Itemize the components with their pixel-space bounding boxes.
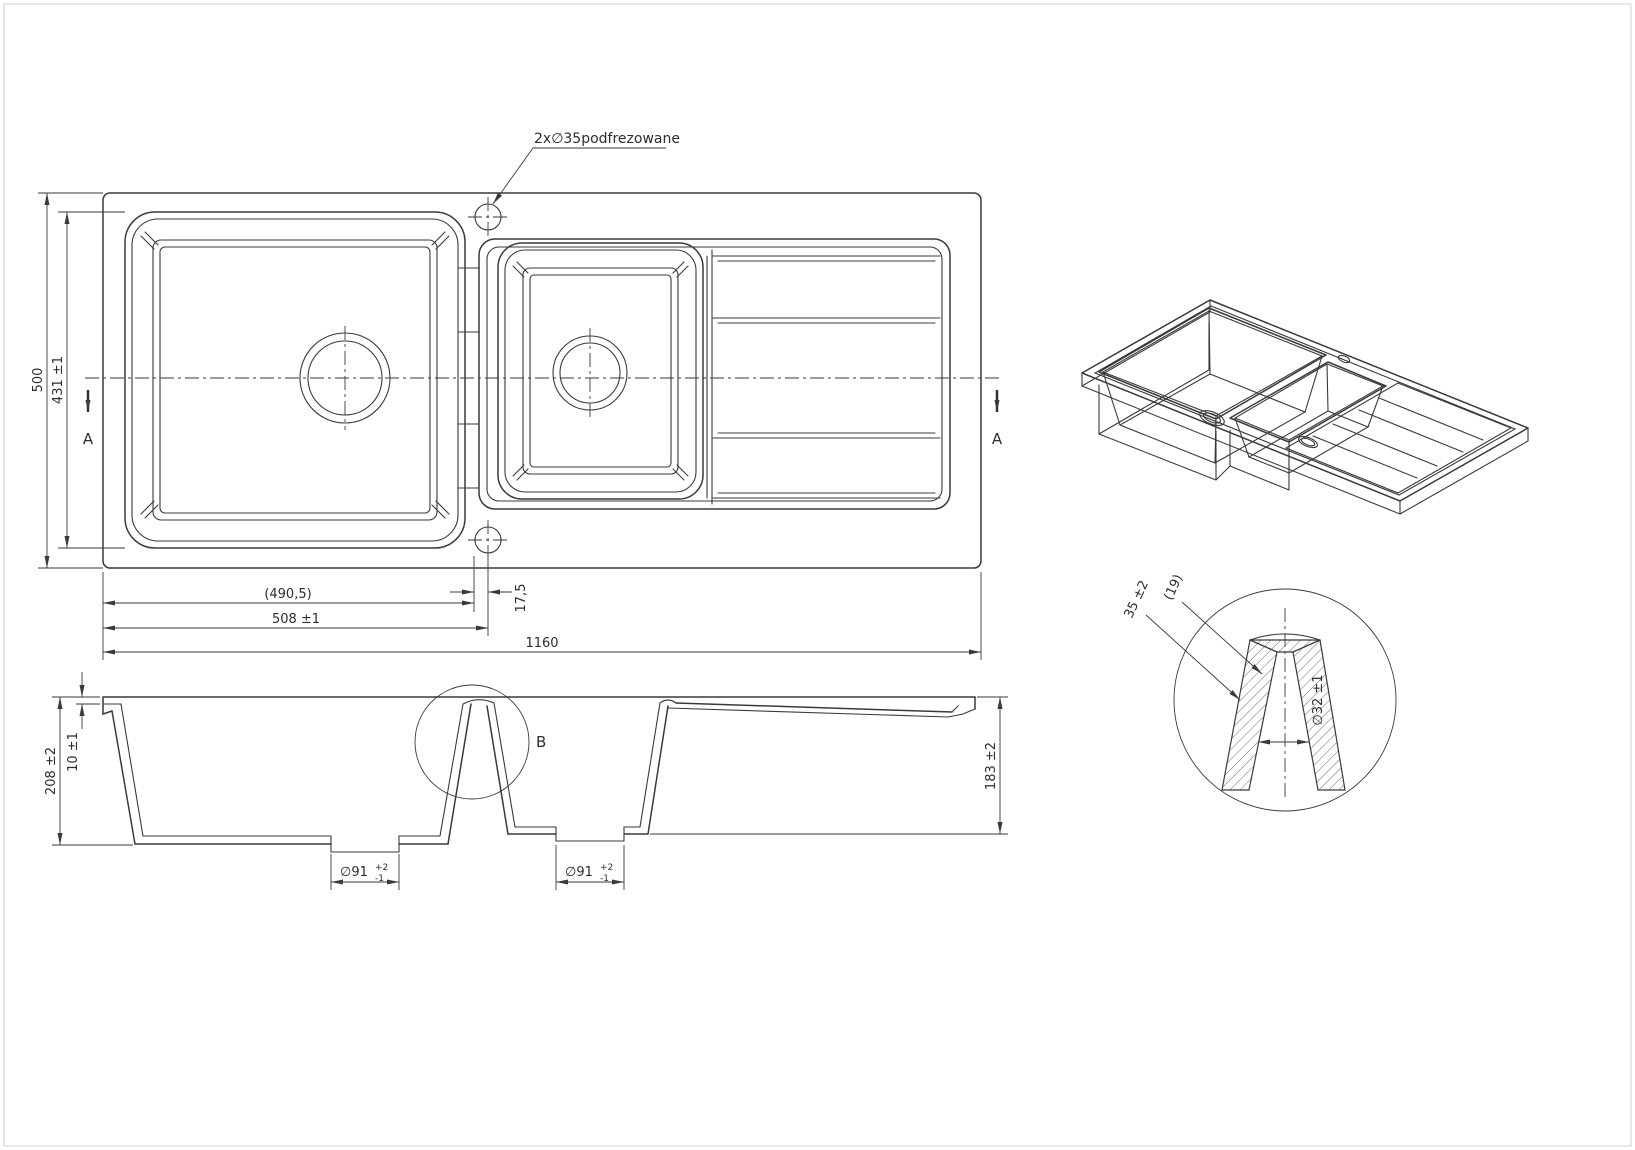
large-bowl bbox=[124, 211, 466, 549]
drainer-grooves bbox=[706, 249, 941, 505]
dim-overall-width: 1160 bbox=[525, 636, 558, 651]
detail-b-boundary bbox=[1173, 588, 1397, 812]
dim-overall-depth: 500 bbox=[31, 368, 46, 393]
section-marker-left: A bbox=[83, 390, 94, 448]
top-view-dimensions: (490,5) 17,5 508 ±1 1160 500 431 ±1 bbox=[31, 192, 982, 660]
section-label-right: A bbox=[992, 430, 1003, 448]
iso-drainer bbox=[1284, 382, 1513, 494]
tap-hole-top bbox=[468, 197, 508, 237]
dim-hole-dia: ∅32 ±1 bbox=[1311, 674, 1326, 725]
dim-drain2-dia: ∅91 bbox=[565, 865, 593, 880]
dim-right-height: 183 ±2 bbox=[984, 742, 999, 790]
tap-hole-note: 2x∅35podfrezowane bbox=[492, 131, 680, 205]
small-bowl bbox=[497, 242, 704, 500]
iso-small-drain bbox=[1298, 435, 1318, 449]
top-view: 2x∅35podfrezowane A A (490,5) bbox=[31, 131, 1003, 660]
detail-b-label: B bbox=[536, 733, 546, 751]
dim-tap-offset: 17,5 bbox=[514, 584, 529, 613]
dim-drain1-dia: ∅91 bbox=[340, 865, 368, 880]
dim-drain1-tol-plus: +2 bbox=[375, 863, 388, 873]
dim-total-height: 208 ±2 bbox=[44, 747, 59, 795]
iso-large-bowl bbox=[1098, 307, 1327, 481]
tap-hole-note-text: 2x∅35podfrezowane bbox=[534, 131, 680, 147]
dim-bowl-depth: 431 ±1 bbox=[51, 356, 66, 404]
section-label-left: A bbox=[83, 430, 94, 448]
detail-b-marker: B bbox=[414, 684, 546, 800]
dim-rim-height: 10 ±1 bbox=[66, 732, 81, 772]
dim-drain2-tol-minus: -1 bbox=[600, 874, 609, 884]
iso-large-drain bbox=[1199, 410, 1225, 426]
section-profile bbox=[102, 696, 976, 853]
section-marker-right: A bbox=[992, 390, 1003, 448]
dim-edge-height: 35 ±2 bbox=[1122, 578, 1152, 620]
iso-small-bowl bbox=[1215, 361, 1387, 491]
iso-tap-hole bbox=[1337, 354, 1351, 364]
isometric-view bbox=[1081, 299, 1529, 515]
dim-tap-x: 508 ±1 bbox=[272, 612, 320, 627]
dim-bowl-width-ref: (490,5) bbox=[264, 587, 311, 602]
dim-ref: (19) bbox=[1161, 572, 1186, 603]
iso-rim bbox=[1081, 299, 1529, 515]
front-section-view: B 208 ±2 10 ±1 183 ±2 ∅91 +2 -1 bbox=[44, 672, 1008, 890]
tap-hole-bottom bbox=[468, 520, 508, 560]
drawing-frame bbox=[3, 3, 1632, 1147]
front-view-dimensions: 208 ±2 10 ±1 183 ±2 ∅91 +2 -1 ∅91 +2 -1 bbox=[44, 672, 1008, 890]
sink-outline bbox=[102, 192, 982, 569]
detail-b-view: 35 ±2 (19) ∅32 ±1 bbox=[1122, 572, 1397, 812]
dim-drain2-tol-plus: +2 bbox=[600, 863, 613, 873]
recess-outline bbox=[457, 238, 951, 510]
dim-drain1-tol-minus: -1 bbox=[375, 874, 384, 884]
detail-b-section bbox=[1221, 608, 1346, 800]
